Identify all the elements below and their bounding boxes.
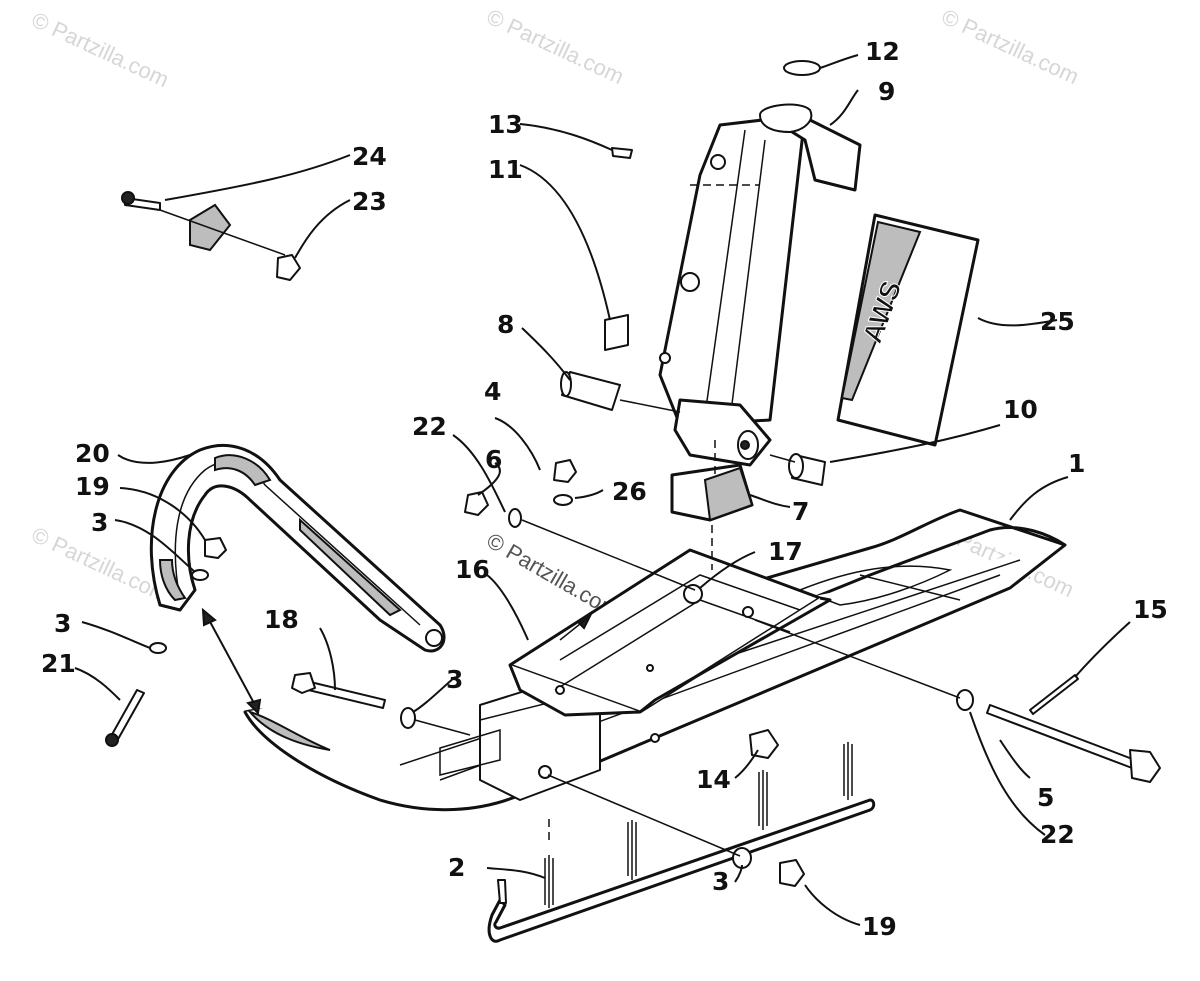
- callout-2: 2: [448, 853, 465, 882]
- callout-26: 26: [612, 477, 647, 506]
- watermark-top-left: © Partzilla.com: [28, 7, 173, 92]
- wear-bar-part: [487, 742, 876, 943]
- callout-15: 15: [1133, 595, 1168, 624]
- watermark-top-right: © Partzilla.com: [938, 4, 1083, 89]
- callout-18: 18: [264, 605, 299, 634]
- callout-11: 11: [488, 155, 523, 184]
- callout-7: 7: [792, 497, 809, 526]
- callout-19-handle: 19: [75, 472, 110, 501]
- callout-25: 25: [1040, 307, 1075, 336]
- callout-1: 1: [1068, 449, 1085, 478]
- cap-part: [783, 60, 821, 76]
- callout-6: 6: [485, 445, 502, 474]
- callout-3-bolt-18: 3: [446, 665, 463, 694]
- bushing-parts: [560, 314, 826, 486]
- rubber-block-part: [670, 440, 754, 570]
- handle-part: [149, 443, 446, 653]
- callout-9: 9: [878, 77, 895, 106]
- callout-21: 21: [41, 649, 76, 678]
- callouts: 1 2 3 3 3 3 4 5 6 7 8 9 10 11 12 13 14 1…: [41, 37, 1168, 941]
- callout-20: 20: [75, 439, 110, 468]
- leader-lines: [74, 54, 1131, 926]
- callout-3-bottom: 3: [712, 867, 729, 896]
- callout-13: 13: [488, 110, 523, 139]
- callout-17: 17: [768, 537, 803, 566]
- callout-24: 24: [352, 142, 387, 171]
- callout-8: 8: [497, 310, 514, 339]
- callout-23: 23: [352, 187, 387, 216]
- callout-14: 14: [696, 765, 731, 794]
- callout-4: 4: [484, 377, 501, 406]
- callout-16: 16: [455, 555, 490, 584]
- callout-3-handle-upper: 3: [91, 508, 108, 537]
- callout-19-bottom: 19: [862, 912, 897, 941]
- callout-22-right: 22: [1040, 820, 1075, 849]
- callout-3-handle-lower: 3: [54, 609, 71, 638]
- saddle-part: [508, 548, 832, 717]
- callout-5: 5: [1037, 783, 1054, 812]
- callout-10: 10: [1003, 395, 1038, 424]
- decal-part: AWS: [836, 213, 980, 447]
- callout-22-saddle: 22: [412, 412, 447, 441]
- hardware-parts: [105, 147, 1161, 887]
- spindle-block-part: [673, 398, 772, 467]
- spindle-housing-part: [658, 103, 862, 427]
- callout-12: 12: [865, 37, 900, 66]
- watermark-top-center: © Partzilla.com: [483, 4, 628, 89]
